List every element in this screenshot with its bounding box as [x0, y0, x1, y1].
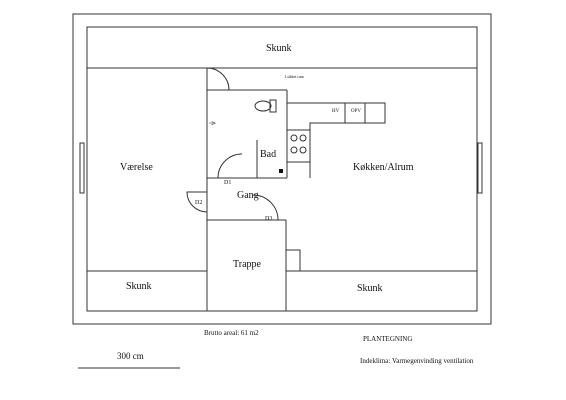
gross-area: Brutto areal: 61 m2 [204, 329, 259, 337]
door-label-d1: D1 [224, 180, 232, 186]
stove [286, 129, 311, 163]
scale-label: 300 cm [117, 351, 144, 361]
burner [290, 146, 298, 154]
door-arc-d1 [217, 153, 243, 179]
label-lukket-rum: Lukket rum [285, 74, 304, 79]
room-label-skunk-top: Skunk [266, 43, 292, 54]
stair-box [285, 249, 301, 272]
window-right [477, 142, 483, 194]
fixture-label-hv: HV [332, 109, 340, 114]
room-label-gang: Gang [237, 190, 259, 201]
burner [299, 134, 307, 142]
plan-title: PLANTEGNING [363, 335, 413, 343]
door-label-d2: D2 [195, 200, 203, 206]
valve-icon: ◦⊳ [209, 121, 216, 127]
door-arc-top [206, 67, 230, 91]
toilet-icon [254, 100, 272, 112]
room-label-trappe: Trappe [233, 259, 261, 270]
door-arc-d3 [252, 194, 279, 221]
drain-marker [279, 169, 283, 173]
window-left [79, 142, 85, 194]
burner [290, 134, 298, 142]
room-label-skunk-bottom-left: Skunk [126, 281, 152, 292]
fixture-label-opv: OPV [351, 109, 362, 114]
burner [299, 146, 307, 154]
room-label-kokken: Køkken/Alrum [353, 162, 414, 173]
outer-wall-inner [86, 26, 478, 312]
toilet-tank [269, 99, 277, 113]
door-arc-d2 [186, 191, 208, 213]
outer-wall [72, 13, 492, 325]
room-label-skunk-bottom-right: Skunk [357, 283, 383, 294]
room-label-vaerelse: Værelse [120, 162, 153, 173]
indeklima-note: Indeklima: Varmegenvinding ventilation [360, 357, 474, 365]
door-label-d3: D3 [265, 216, 273, 222]
room-label-bad: Bad [260, 149, 277, 160]
